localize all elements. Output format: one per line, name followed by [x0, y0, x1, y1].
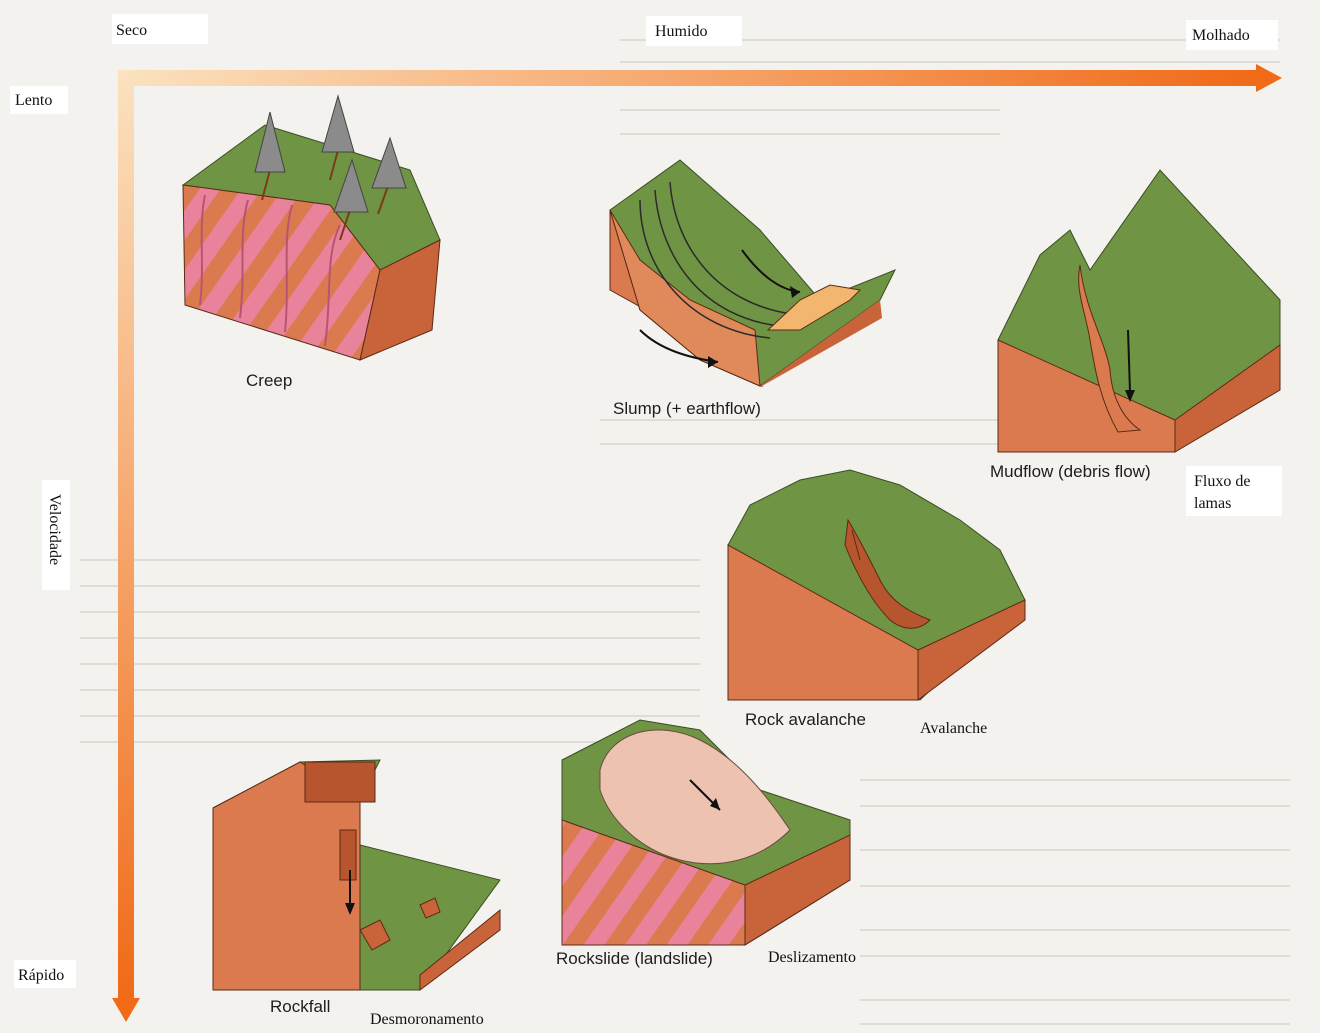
- mudflow-translation-line1: Fluxo de: [1194, 473, 1250, 490]
- rock-avalanche-translation: Avalanche: [920, 720, 987, 737]
- velocity-axis-arrow: [112, 70, 140, 1022]
- slump-block: [610, 160, 895, 386]
- mudflow-label: Mudflow (debris flow): [990, 462, 1151, 481]
- rockfall-translation: Desmoronamento: [370, 1011, 484, 1028]
- slump-label: Slump (+ earthflow): [613, 399, 761, 418]
- creep-block: [183, 96, 440, 360]
- speed-label: Velocidade: [46, 494, 63, 565]
- dry-label: Seco: [116, 22, 147, 39]
- mudflow-translation-line2: lamas: [1194, 495, 1231, 512]
- rockfall-block: [213, 760, 500, 990]
- creep-label: Creep: [246, 371, 292, 390]
- rockfall-label: Rockfall: [270, 997, 330, 1016]
- rock-avalanche-block: [728, 470, 1025, 700]
- rock-avalanche-label: Rock avalanche: [745, 710, 866, 729]
- humid-label: Humido: [655, 23, 707, 40]
- moisture-axis-arrow: [118, 64, 1282, 92]
- fast-label: Rápido: [18, 967, 64, 984]
- slow-label: Lento: [15, 92, 52, 109]
- rockslide-translation: Deslizamento: [768, 949, 856, 966]
- rockslide-label: Rockslide (landslide): [556, 949, 713, 968]
- rockslide-block: [562, 720, 850, 945]
- mudflow-block: [998, 170, 1280, 452]
- wet-label: Molhado: [1192, 27, 1250, 44]
